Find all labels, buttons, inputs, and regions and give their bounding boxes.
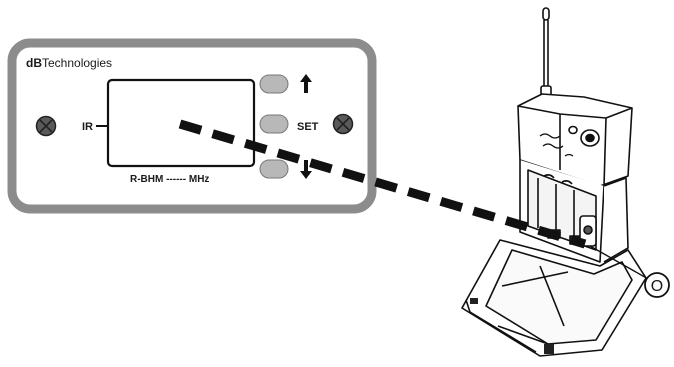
model-frequency-label: R-BHM ------ MHz [130,174,209,185]
antenna-icon [540,7,552,104]
arrow-up-icon [300,74,312,93]
arrow-down-icon [300,160,312,179]
callout-leader-line [589,245,651,281]
screw-icon [332,113,354,135]
screw-icon [35,115,57,137]
down-button[interactable] [259,159,289,179]
callout-marker-label: O [651,278,663,295]
set-label: SET [297,121,319,133]
up-button[interactable] [259,74,289,94]
brand-logo: dBTechnologies [26,56,112,70]
power-knob-icon [568,125,600,147]
bodypack-transmitter [461,7,647,357]
set-button[interactable] [259,114,289,134]
callout-dashed-line [178,119,587,249]
ir-label: IR [82,121,93,133]
ir-sensor-icon [579,215,597,247]
device-logo-mark [539,133,574,157]
callout-marker: O [644,272,670,298]
